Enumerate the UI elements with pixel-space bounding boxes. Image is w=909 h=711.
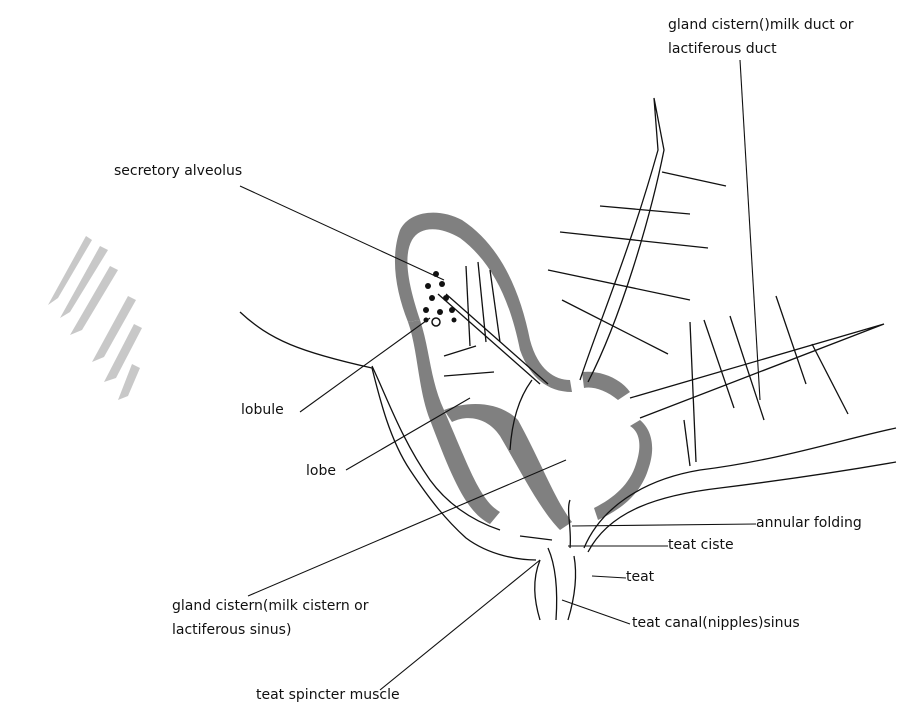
label-teat-canal: teat canal(nipples)sinus xyxy=(632,614,800,632)
label-gland-cistern-duct-line1: gland cistern()milk duct or xyxy=(668,16,854,34)
leader-lobule xyxy=(300,318,430,412)
watermark-logo xyxy=(48,236,142,400)
label-secretory-alveolus: secretory alveolus xyxy=(114,162,242,180)
glandular-tissue xyxy=(395,213,652,530)
leader-teat xyxy=(592,576,626,578)
label-teat: teat xyxy=(626,568,654,586)
label-gland-cistern-sinus-line2: lactiferous sinus) xyxy=(172,621,291,639)
leader-teat-canal xyxy=(562,600,630,624)
label-lobe: lobe xyxy=(306,462,336,480)
outline-strokes xyxy=(240,98,896,620)
label-annular-folding: annular folding xyxy=(756,514,862,532)
label-gland-cistern-sinus-line1: gland cistern(milk cistern or xyxy=(172,597,369,615)
label-gland-cistern-duct-line2: lactiferous duct xyxy=(668,40,777,58)
leader-gland-cistern-sinus xyxy=(248,460,566,596)
leader-teat-sphincter xyxy=(380,560,540,690)
label-teat-sphincter: teat spincter muscle xyxy=(256,686,400,704)
label-lobule: lobule xyxy=(241,401,284,419)
leader-lines xyxy=(240,60,760,690)
leader-gland-cistern-duct xyxy=(740,60,760,400)
label-teat-cistern: teat ciste xyxy=(668,536,734,554)
leader-annular-folding xyxy=(572,524,756,526)
